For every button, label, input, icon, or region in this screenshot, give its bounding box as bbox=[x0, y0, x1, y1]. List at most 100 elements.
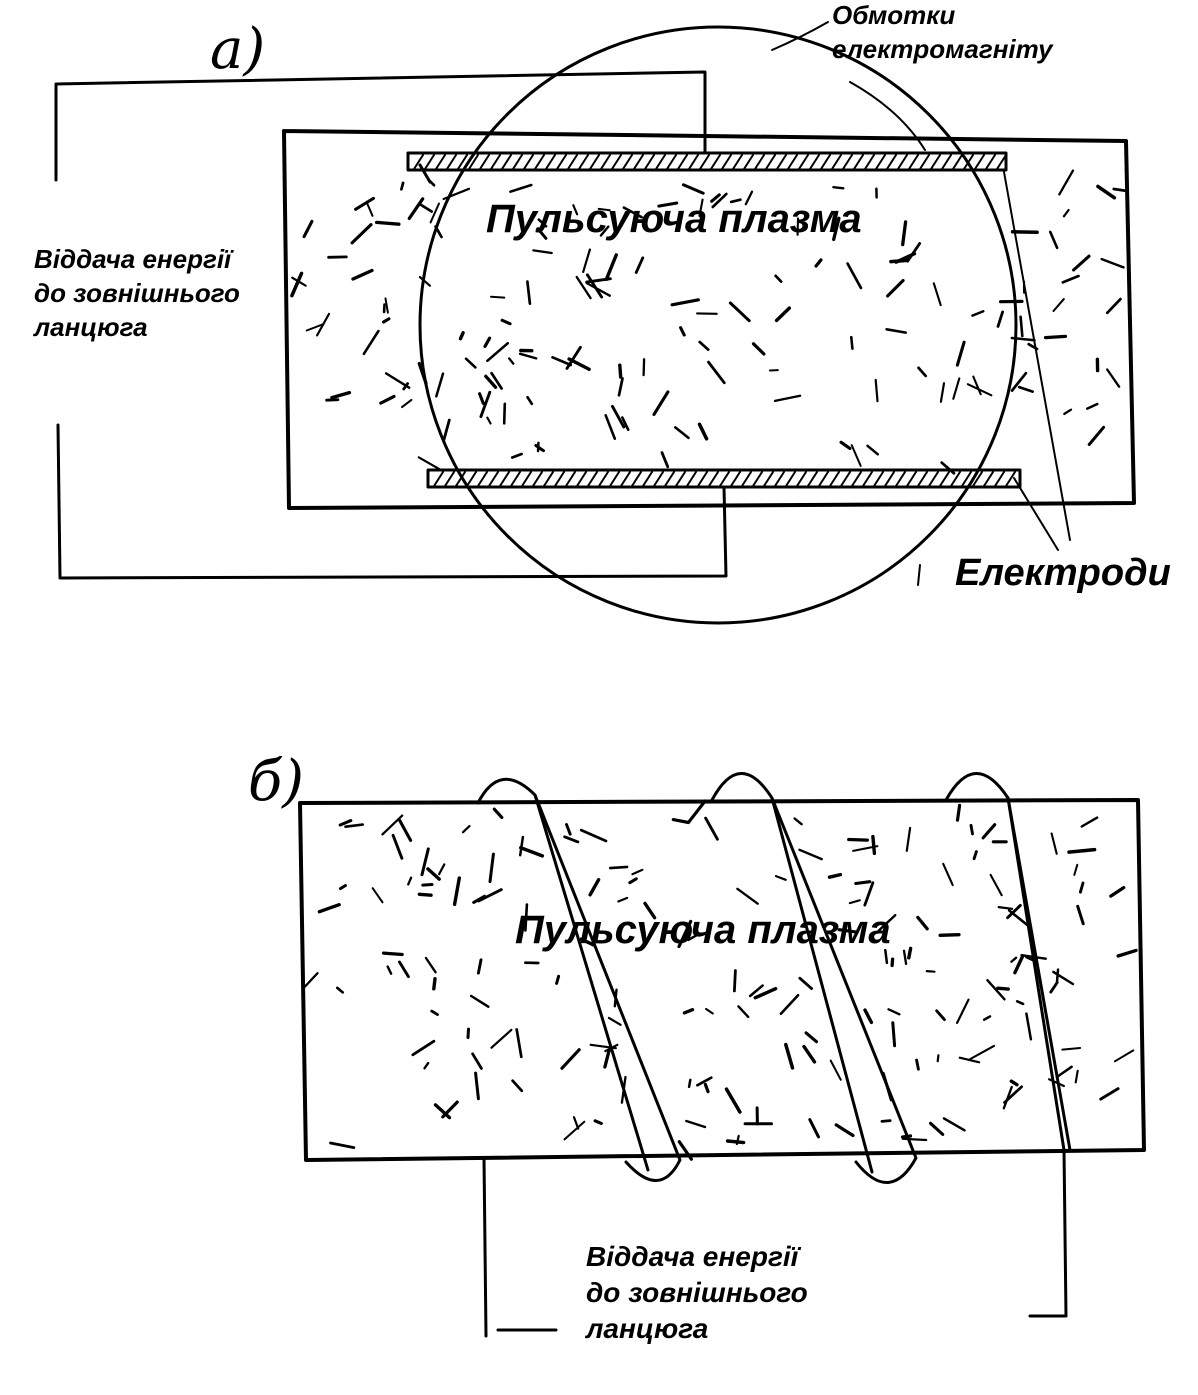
sketch-stroke bbox=[461, 333, 464, 339]
sketch-stroke bbox=[764, 472, 773, 486]
sketch-stroke bbox=[621, 472, 630, 486]
sketch-stroke bbox=[1051, 983, 1057, 993]
sketch-stroke bbox=[775, 472, 784, 486]
sketch-stroke bbox=[775, 396, 800, 401]
sketch-stroke bbox=[953, 378, 959, 398]
sketch-stroke bbox=[851, 337, 852, 348]
sketch-stroke bbox=[876, 380, 878, 401]
sketch-stroke bbox=[528, 397, 532, 404]
sketch-stroke bbox=[428, 869, 439, 879]
sketch-stroke bbox=[1063, 276, 1079, 282]
sketch-stroke bbox=[468, 1029, 469, 1037]
sketch-stroke bbox=[382, 816, 402, 835]
sketch-stroke bbox=[942, 155, 951, 169]
sketch-stroke bbox=[381, 396, 394, 403]
sketch-stroke bbox=[744, 155, 753, 169]
sketch-stroke bbox=[868, 446, 878, 455]
sketch-stroke bbox=[444, 420, 450, 441]
label-output-b-line-2: до зовнішнього bbox=[586, 1277, 808, 1308]
sketch-stroke bbox=[706, 1009, 713, 1014]
sketch-stroke bbox=[485, 338, 490, 346]
sketch-stroke bbox=[384, 953, 403, 954]
panel-a-letter: а) bbox=[210, 17, 265, 82]
sketch-stroke bbox=[943, 864, 953, 885]
sketch-stroke bbox=[511, 472, 520, 486]
sketch-stroke bbox=[705, 1084, 708, 1091]
sketch-stroke bbox=[439, 864, 444, 874]
sketch-stroke bbox=[583, 250, 590, 272]
label-output-b-line-1: Віддача енергії bbox=[586, 1241, 802, 1272]
sketch-stroke bbox=[706, 818, 718, 839]
sketch-stroke bbox=[665, 472, 674, 486]
sketch-stroke bbox=[455, 878, 460, 904]
sketch-stroke bbox=[843, 155, 852, 169]
sketch-stroke bbox=[425, 155, 434, 169]
sketch-stroke bbox=[958, 805, 960, 820]
sketch-stroke bbox=[565, 837, 578, 842]
sketch-stroke bbox=[491, 297, 504, 298]
sketch-stroke bbox=[984, 1016, 990, 1019]
sketch-stroke bbox=[426, 958, 436, 972]
sketch-stroke bbox=[388, 967, 391, 974]
sketch-stroke bbox=[434, 472, 443, 486]
sketch-stroke bbox=[568, 155, 577, 169]
sketch-stroke bbox=[562, 1050, 579, 1069]
panel-a: а) Обмотки електромагніту Пул bbox=[32, 0, 1171, 623]
sketch-stroke bbox=[676, 472, 685, 486]
sketch-stroke bbox=[601, 155, 610, 169]
sketch-stroke bbox=[896, 472, 905, 486]
sketch-stroke bbox=[610, 472, 619, 486]
sketch-stroke bbox=[903, 1136, 911, 1137]
sketch-stroke bbox=[709, 472, 718, 486]
sketch-stroke bbox=[620, 365, 621, 377]
top-electrode bbox=[408, 153, 1006, 182]
sketch-stroke bbox=[432, 1011, 438, 1015]
sketch-stroke bbox=[1115, 1050, 1133, 1061]
sketch-stroke bbox=[755, 155, 764, 169]
sketch-stroke bbox=[832, 155, 841, 169]
sketch-stroke bbox=[466, 359, 475, 368]
sketch-stroke bbox=[920, 155, 929, 169]
sketch-stroke bbox=[492, 1030, 512, 1048]
sketch-stroke bbox=[830, 472, 839, 486]
sketch-stroke bbox=[500, 472, 509, 486]
sketch-stroke bbox=[986, 155, 995, 169]
sketch-stroke bbox=[1057, 1067, 1072, 1077]
sketch-stroke bbox=[353, 271, 372, 280]
external-circuit-wire-bottom bbox=[58, 425, 726, 578]
sketch-stroke bbox=[443, 1102, 457, 1117]
top-electrode-hatching bbox=[414, 155, 1006, 169]
sketch-stroke bbox=[929, 472, 938, 486]
sketch-stroke bbox=[524, 155, 533, 169]
sketch-stroke bbox=[1050, 232, 1057, 248]
bottom-electrode-hatching bbox=[434, 472, 1015, 486]
sketch-stroke bbox=[319, 905, 339, 912]
helical-coil bbox=[478, 773, 1070, 1182]
sketch-stroke bbox=[898, 155, 907, 169]
sketch-stroke bbox=[1021, 317, 1023, 336]
panel-b-letter: б) bbox=[248, 749, 304, 814]
sketch-stroke bbox=[605, 1051, 609, 1067]
sketch-stroke bbox=[833, 187, 843, 188]
sketch-stroke bbox=[1069, 850, 1095, 853]
sketch-stroke bbox=[800, 850, 822, 859]
sketch-stroke bbox=[566, 472, 575, 486]
sketch-stroke bbox=[1057, 970, 1058, 983]
sketch-stroke bbox=[643, 472, 652, 486]
sketch-stroke bbox=[340, 886, 345, 889]
sketch-stroke bbox=[777, 155, 786, 169]
sketch-stroke bbox=[377, 222, 399, 224]
sketch-stroke bbox=[521, 848, 543, 856]
sketch-stroke bbox=[331, 1143, 354, 1148]
sketch-stroke bbox=[487, 343, 507, 361]
sketch-stroke bbox=[1078, 906, 1084, 923]
sketch-stroke bbox=[709, 362, 725, 383]
sketch-stroke bbox=[419, 894, 431, 895]
sketch-stroke bbox=[742, 472, 751, 486]
sketch-stroke bbox=[1059, 171, 1073, 195]
electrode-pointer-line-2 bbox=[1014, 478, 1058, 550]
sketch-stroke bbox=[373, 888, 383, 902]
sketch-stroke bbox=[804, 1047, 815, 1062]
sketch-stroke bbox=[436, 155, 445, 169]
sketch-stroke bbox=[444, 189, 469, 199]
